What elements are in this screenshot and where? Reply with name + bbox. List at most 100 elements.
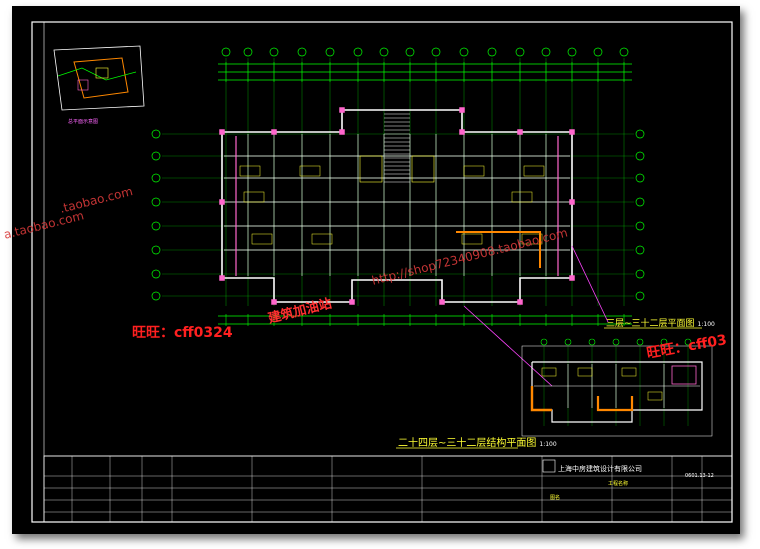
sheet-label: 图名 <box>550 495 561 501</box>
axis-bubble <box>635 173 645 183</box>
furniture-block <box>311 233 333 245</box>
axis-bubble <box>151 151 161 161</box>
axis-bubble <box>660 338 668 346</box>
axis-bubble <box>635 245 645 255</box>
furniture-block <box>239 165 261 177</box>
sub-plan-frame <box>521 345 713 437</box>
axis-bubble <box>151 269 161 279</box>
leader-line <box>463 305 553 387</box>
sub-plan-furniture <box>577 367 593 377</box>
site-plan-block <box>77 79 89 91</box>
structural-column <box>271 299 277 305</box>
structural-column <box>219 129 225 135</box>
axis-bubble <box>635 129 645 139</box>
axis-bubble <box>431 47 441 57</box>
elevator-shaft <box>411 155 435 183</box>
furniture-block <box>521 233 543 245</box>
axis-bubble <box>325 47 335 57</box>
site-plan-building <box>73 57 129 99</box>
structural-column <box>459 129 465 135</box>
axis-bubble <box>405 47 415 57</box>
main-plan-title-text: 二十四层~三十二层结构平面图 <box>398 438 537 449</box>
axis-bubble <box>540 338 548 346</box>
furniture-block <box>511 191 533 203</box>
main-plan-scale: 1:100 <box>539 441 557 448</box>
axis-bubble <box>684 338 692 346</box>
sub-plan-highlight-wall <box>596 396 634 412</box>
axis-bubble <box>635 221 645 231</box>
axis-bubble <box>564 338 572 346</box>
axis-bubble <box>243 47 253 57</box>
company-name: 上海中房建筑设计有限公司 <box>558 465 642 473</box>
site-plan-block <box>95 67 109 79</box>
leader-line <box>571 245 609 323</box>
furniture-block <box>523 165 545 177</box>
axis-bubble <box>515 47 525 57</box>
axis-bubble <box>297 47 307 57</box>
structural-column <box>459 107 465 113</box>
axis-bubble <box>619 47 629 57</box>
axis-bubble <box>635 291 645 301</box>
structural-column <box>439 299 445 305</box>
furniture-block <box>461 233 483 245</box>
axis-bubble <box>593 47 603 57</box>
site-plan-outline <box>53 45 145 111</box>
axis-bubble <box>636 338 644 346</box>
site-plan-label: 总平面示意图 <box>68 119 99 125</box>
structural-column <box>219 275 225 281</box>
axis-bubble <box>269 47 279 57</box>
axis-bubble <box>635 269 645 279</box>
sub-plan-furniture <box>621 367 637 377</box>
highlight-wall <box>456 231 541 268</box>
axis-bubble <box>221 47 231 57</box>
company-logo <box>542 459 556 473</box>
sub-plan-furniture <box>647 391 663 401</box>
axis-bubble <box>612 338 620 346</box>
axis-bubble <box>635 197 645 207</box>
axis-bubble <box>151 221 161 231</box>
axis-bubble <box>541 47 551 57</box>
structural-column <box>517 299 523 305</box>
axis-bubble <box>588 338 596 346</box>
structural-column <box>569 275 575 281</box>
structural-column <box>271 129 277 135</box>
floor-plan-drawing <box>31 21 733 523</box>
structural-column <box>569 199 575 205</box>
structural-column <box>349 299 355 305</box>
axis-bubble <box>151 173 161 183</box>
sub-plan-title-text: 三层~三十二层平面图 <box>606 319 695 329</box>
axis-bubble <box>567 47 577 57</box>
elevator-shaft <box>359 155 383 183</box>
sub-plan-balcony <box>671 365 697 385</box>
sub-plan-furniture <box>541 367 557 377</box>
project-label: 工程名称 <box>608 481 629 487</box>
furniture-block <box>463 165 485 177</box>
structural-column <box>339 129 345 135</box>
axis-bubble <box>635 151 645 161</box>
furniture-block <box>243 191 265 203</box>
structural-column <box>219 199 225 205</box>
axis-bubble <box>151 129 161 139</box>
sub-plan-scale: 1:100 <box>697 321 715 328</box>
furniture-block <box>299 165 321 177</box>
axis-bubble <box>487 47 497 57</box>
sub-plan-exterior-wall <box>531 361 703 423</box>
axis-bubble <box>353 47 363 57</box>
structural-column <box>339 107 345 113</box>
axis-bubble <box>151 291 161 301</box>
sub-plan-highlight-wall <box>530 386 552 412</box>
site-plan-road <box>57 67 137 81</box>
axis-bubble <box>151 197 161 207</box>
axis-bubble <box>459 47 469 57</box>
structural-column <box>517 129 523 135</box>
drawing-number: 0601.13-12 <box>685 473 714 479</box>
axis-bubble <box>151 245 161 255</box>
axis-bubble <box>379 47 389 57</box>
furniture-block <box>251 233 273 245</box>
structural-column <box>569 129 575 135</box>
title-block-frame <box>43 455 733 523</box>
watermark-wangwang-left: 旺旺：cff0324 <box>132 325 233 341</box>
